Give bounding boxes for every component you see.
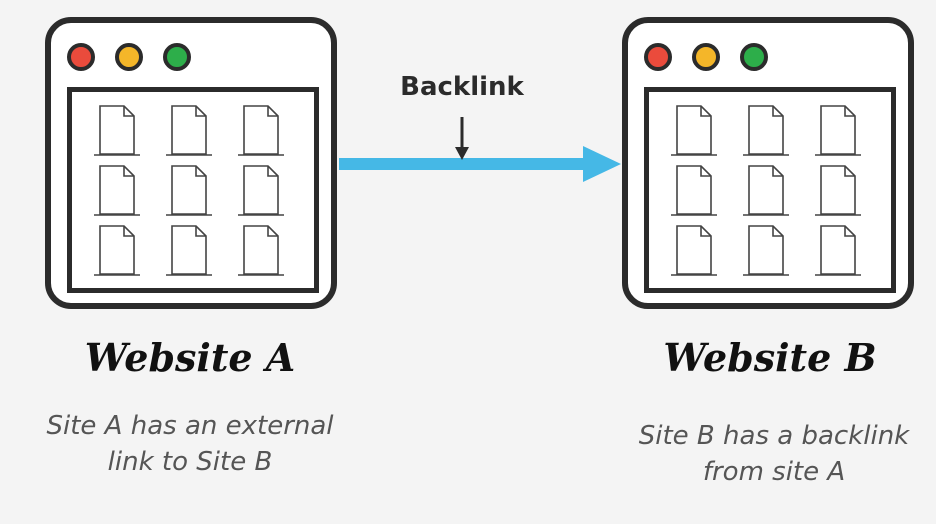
backlink-label: Backlink (400, 72, 524, 102)
document-icon (94, 162, 140, 222)
green-dot-icon (740, 43, 768, 71)
green-dot-icon (163, 43, 191, 71)
arrow-shaft (339, 158, 589, 170)
arrow-down-head (455, 147, 469, 160)
website-b-title: Website B (663, 335, 877, 380)
website-b-content-area (644, 87, 896, 293)
document-icon (671, 102, 717, 162)
description-line: Site A has an external (46, 411, 334, 441)
website-a-title: Website A (84, 335, 296, 380)
website-a-content-area (67, 87, 319, 293)
document-icon (815, 162, 861, 222)
document-grid (94, 102, 284, 282)
document-icon (166, 102, 212, 162)
document-icon (743, 222, 789, 282)
description-line: from site A (702, 457, 846, 487)
red-dot-icon (644, 43, 672, 71)
document-grid (671, 102, 861, 282)
description-line: link to Site B (107, 447, 273, 477)
document-icon (166, 222, 212, 282)
document-icon (743, 102, 789, 162)
yellow-dot-icon (692, 43, 720, 71)
website-a-description: Site A has an external link to Site B (30, 408, 350, 480)
document-icon (671, 162, 717, 222)
website-a-window (45, 17, 337, 309)
document-icon (743, 162, 789, 222)
document-icon (238, 162, 284, 222)
document-icon (94, 222, 140, 282)
document-icon (815, 222, 861, 282)
website-b-description: Site B has a backlink from site A (614, 418, 934, 490)
yellow-dot-icon (115, 43, 143, 71)
arrow-right-icon (583, 146, 621, 182)
document-icon (238, 102, 284, 162)
red-dot-icon (67, 43, 95, 71)
website-b-window (622, 17, 914, 309)
document-icon (166, 162, 212, 222)
description-line: Site B has a backlink (638, 421, 910, 451)
document-icon (238, 222, 284, 282)
document-icon (815, 102, 861, 162)
document-icon (671, 222, 717, 282)
document-icon (94, 102, 140, 162)
